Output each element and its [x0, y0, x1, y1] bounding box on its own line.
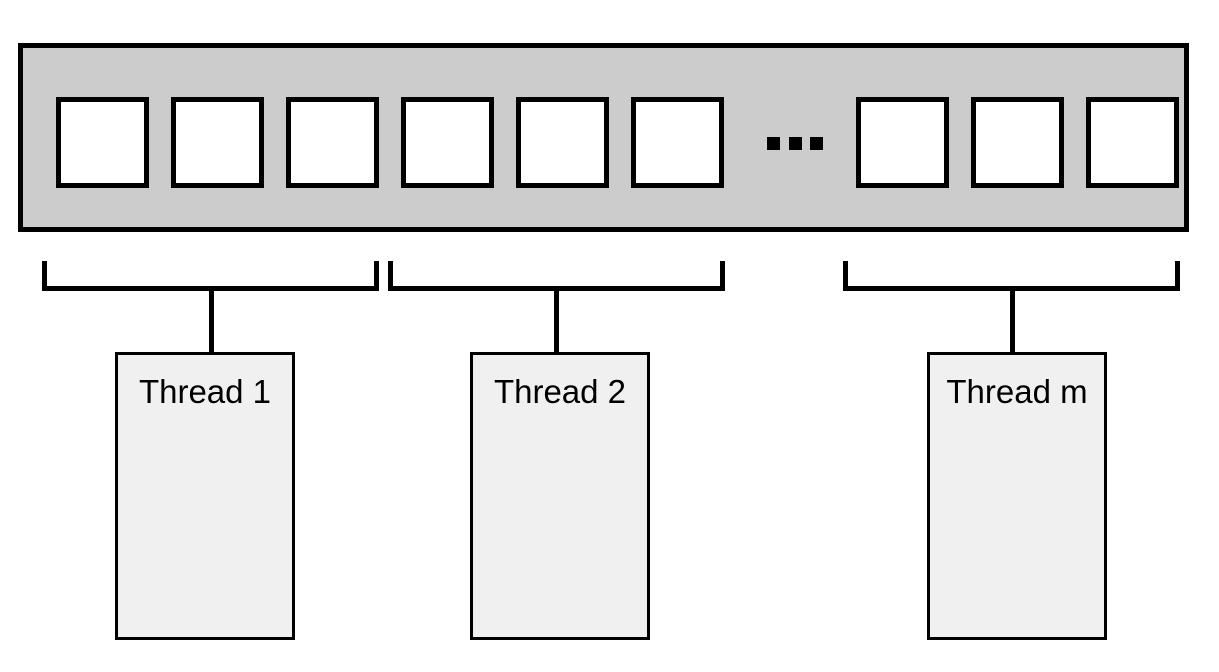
task-cell-1[interactable] — [56, 97, 149, 188]
group-bracket-1 — [42, 261, 379, 291]
task-cell-2[interactable] — [171, 97, 264, 188]
task-cell-8[interactable] — [971, 97, 1064, 188]
thread-label-m: Thread m — [946, 373, 1088, 410]
task-queue-bar — [18, 43, 1189, 232]
task-cell-5[interactable] — [516, 97, 609, 188]
ellipsis-dot — [810, 137, 823, 150]
task-cell-7[interactable] — [856, 97, 949, 188]
group-stem-2 — [554, 291, 559, 352]
thread-box-m[interactable]: Thread m — [927, 352, 1107, 640]
ellipsis-dot — [767, 137, 780, 150]
group-stem-3 — [1010, 291, 1015, 352]
task-cell-4[interactable] — [401, 97, 494, 188]
thread-label-1: Thread 1 — [138, 373, 272, 410]
task-cell-9[interactable] — [1086, 97, 1179, 188]
ellipsis-icon — [767, 137, 823, 150]
task-cell-3[interactable] — [286, 97, 379, 188]
thread-box-1[interactable]: Thread 1 — [115, 352, 295, 640]
thread-label-2: Thread 2 — [493, 373, 627, 410]
group-bracket-2 — [388, 261, 725, 291]
ellipsis-dot — [788, 137, 802, 150]
group-stem-1 — [209, 291, 214, 352]
thread-box-2[interactable]: Thread 2 — [470, 352, 650, 640]
group-bracket-3 — [843, 261, 1180, 291]
task-cell-6[interactable] — [631, 97, 724, 188]
